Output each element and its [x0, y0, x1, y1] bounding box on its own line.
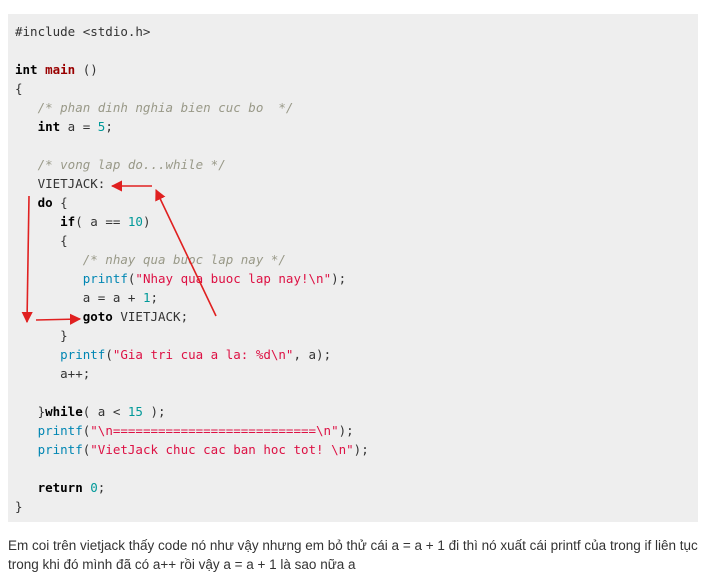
question-text: Em coi trên vietjack thấy code nó như vậ… [8, 538, 698, 572]
code-line: printf("\n===========================\n"… [37, 423, 354, 438]
code-line: do { [37, 195, 68, 210]
code-line: ​ [15, 459, 369, 478]
code-line: { [15, 81, 23, 96]
code-line: } [15, 499, 23, 514]
code-line: ​ [15, 136, 369, 155]
code-line: ​ [15, 383, 369, 402]
code-line: int main () [15, 62, 98, 77]
code-line: return 0; [37, 480, 106, 495]
code-line: VIETJACK: [15, 176, 106, 191]
code-block: #include <stdio.h> ​ int main () { /* phan … [8, 14, 698, 522]
code-line: #include <stdio.h> [15, 24, 151, 39]
code-line: a++; [15, 366, 91, 381]
code-line: /* phan dinh nghia bien cuc bo */ [37, 100, 294, 115]
code-line: }while( a < 15 ); [15, 404, 166, 419]
code-line: /* nhay qua buoc lap nay */ [82, 252, 286, 267]
code-line: ​ [15, 41, 369, 60]
code-line: printf("Gia tri cua a la: %d\n", a); [60, 347, 332, 362]
code-line: { [15, 233, 68, 248]
code-line: } [15, 328, 68, 343]
code-line: int a = 5; [37, 119, 113, 134]
code-line: printf("VietJack chuc cac ban hoc tot! \… [37, 442, 369, 457]
code-listing: #include <stdio.h> ​ int main () { /* phan … [15, 22, 369, 516]
code-line: printf("Nhay qua buoc lap nay!\n"); [82, 271, 347, 286]
code-line: a = a + 1; [15, 290, 158, 305]
code-line: if( a == 10) [60, 214, 151, 229]
code-line: goto VIETJACK; [82, 309, 189, 324]
code-line: /* vong lap do...while */ [37, 157, 226, 172]
